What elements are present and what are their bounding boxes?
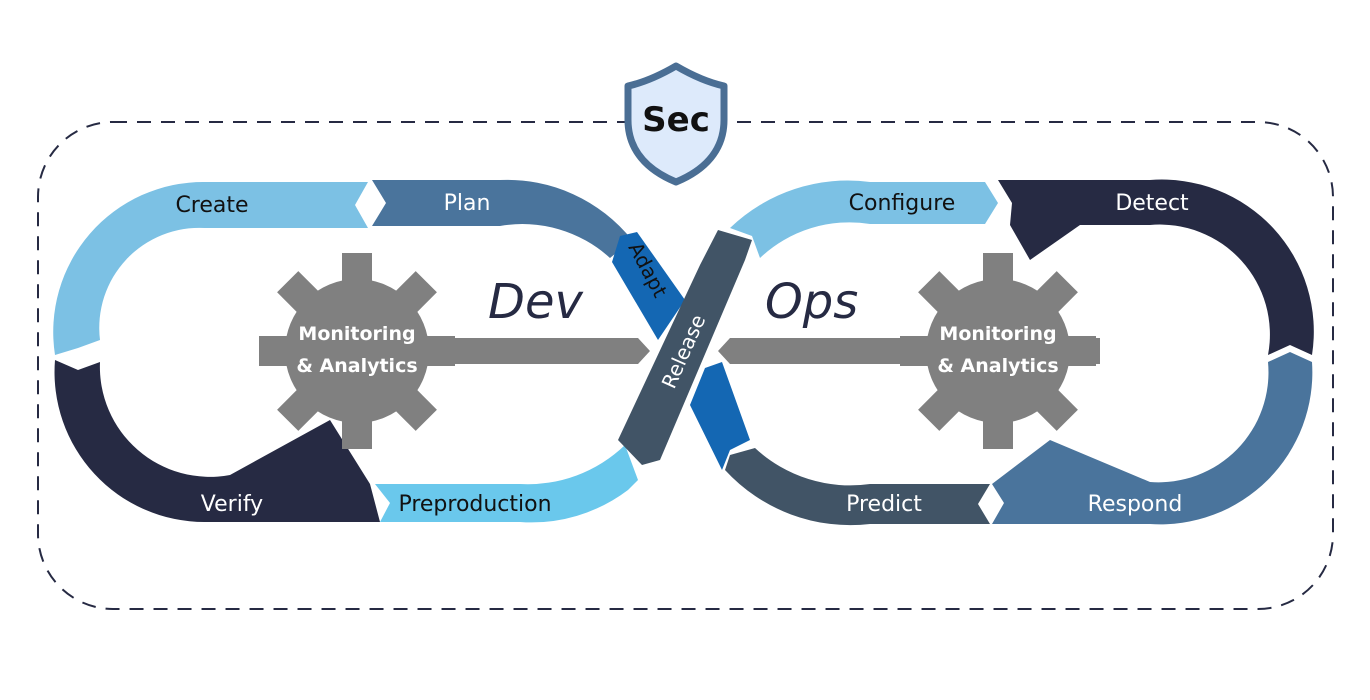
label-create: Create [175, 193, 248, 218]
label-respond: Respond [1088, 492, 1183, 517]
dashed-boundary [37, 121, 1334, 610]
label-predict: Predict [846, 492, 922, 517]
segment-respond[interactable] [992, 352, 1313, 525]
segment-preproduction[interactable] [375, 445, 638, 523]
gear-tooth [342, 415, 372, 449]
gear-tooth [277, 385, 323, 431]
label-configure: Configure [849, 191, 956, 216]
gear-body [926, 279, 1070, 423]
gear-tooth [277, 271, 323, 317]
gear-tooth [342, 253, 372, 287]
segment-verify[interactable] [54, 360, 380, 523]
gear-tooth [983, 415, 1013, 449]
gear-tooth [900, 336, 934, 366]
label-preproduction: Preproduction [398, 492, 551, 517]
sec-shield-icon [624, 62, 728, 186]
gear-tooth [1032, 385, 1078, 431]
gear-left-label-line2: & Analytics [296, 355, 417, 377]
segment-create[interactable] [53, 181, 368, 355]
segment-predict[interactable] [725, 448, 990, 526]
gear-right [900, 253, 1096, 449]
label-plan: Plan [444, 191, 491, 216]
label-detect: Detect [1115, 191, 1189, 216]
segment-adapt[interactable] [612, 232, 685, 340]
gear-left-label-line1: Monitoring [298, 323, 415, 345]
gear-left [259, 253, 455, 449]
gear-tooth [983, 253, 1013, 287]
gear-tooth [918, 385, 964, 431]
gear-right-label-line1: Monitoring [939, 323, 1056, 345]
segment-configure[interactable] [730, 180, 998, 258]
segment-plan[interactable] [372, 179, 632, 258]
segment-detect[interactable] [998, 179, 1314, 355]
label-verify: Verify [201, 492, 263, 517]
gear-tooth [421, 336, 455, 366]
gear-tooth [1062, 336, 1096, 366]
gear-right-label-line2: & Analytics [937, 355, 1058, 377]
gear-body [285, 279, 429, 423]
segment-ops-link [690, 362, 750, 470]
gear-tooth [1032, 271, 1078, 317]
gear-tooth [259, 336, 293, 366]
ops-title: Ops [765, 274, 858, 330]
gear-tooth [391, 385, 437, 431]
dev-title: Dev [488, 274, 583, 330]
sec-badge-label: Sec [642, 100, 710, 140]
gear-tooth [391, 271, 437, 317]
gear-tooth [918, 271, 964, 317]
segment-release[interactable] [618, 230, 752, 465]
